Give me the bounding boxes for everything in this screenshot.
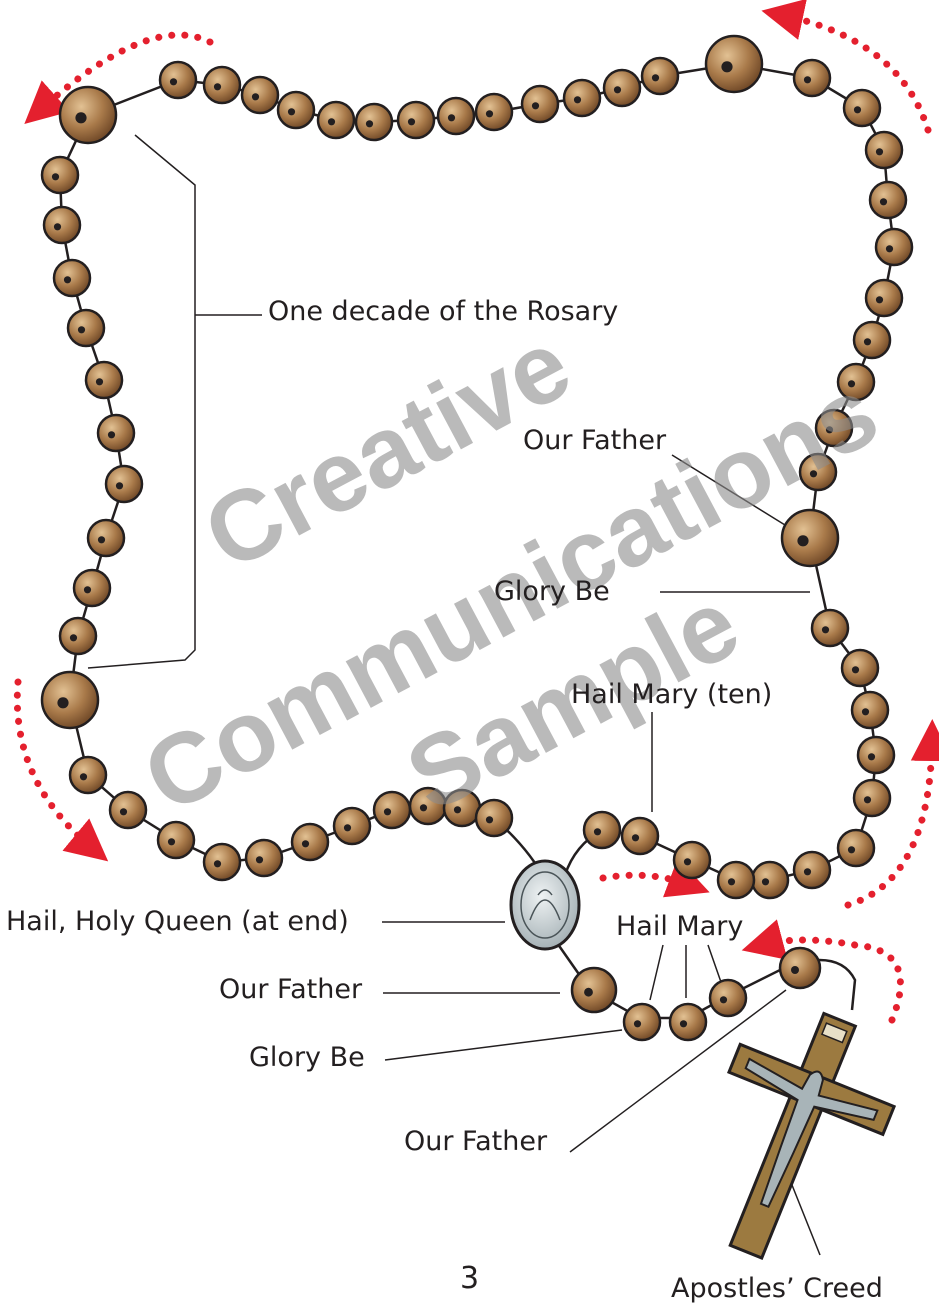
our-father-bead xyxy=(780,948,820,988)
our-father-bead xyxy=(60,87,116,143)
hail-mary-bead xyxy=(854,322,890,358)
hail-mary-bead xyxy=(642,58,678,94)
hail-mary-bead xyxy=(68,310,104,346)
label-glory-be-upper: Glory Be xyxy=(494,578,610,605)
hail-mary-bead xyxy=(204,844,240,880)
hail-mary-bead xyxy=(44,207,80,243)
hail-mary-bead xyxy=(844,90,880,126)
label-our-father-lower: Our Father xyxy=(219,976,362,1003)
crucifix-group xyxy=(669,989,917,1283)
label-our-father-crucifix: Our Father xyxy=(404,1128,547,1155)
hail-mary-bead xyxy=(374,792,410,828)
hail-mary-bead xyxy=(438,98,474,134)
hail-mary-bead xyxy=(160,62,196,98)
hail-mary-bead xyxy=(870,182,906,218)
hail-mary-bead xyxy=(674,842,710,878)
hail-mary-bead xyxy=(838,830,874,866)
hail-mary-bead xyxy=(752,862,788,898)
hail-mary-bead xyxy=(42,157,78,193)
hail-mary-bead xyxy=(242,77,278,113)
hail-mary-bead xyxy=(604,70,640,106)
hail-mary-bead xyxy=(854,780,890,816)
hail-mary-bead xyxy=(842,650,878,686)
label-hail-mary: Hail Mary xyxy=(616,913,743,940)
label-hail-holy-queen: Hail, Holy Queen (at end) xyxy=(6,908,349,935)
hail-mary-bead xyxy=(110,792,146,828)
rosary-beads xyxy=(42,36,912,1040)
hail-mary-bead xyxy=(876,229,912,265)
hail-mary-bead xyxy=(564,80,600,116)
hail-mary-bead xyxy=(106,466,142,502)
leader-glory-be-lower xyxy=(385,1030,622,1060)
hail-mary-bead xyxy=(794,852,830,888)
leader-apostles-creed xyxy=(790,1180,820,1255)
hail-mary-bead xyxy=(334,808,370,844)
hail-mary-bead xyxy=(718,862,754,898)
hail-mary-bead xyxy=(622,818,658,854)
hail-mary-bead xyxy=(98,415,134,451)
page-number: 3 xyxy=(460,1264,479,1294)
hail-mary-bead xyxy=(584,812,620,848)
label-glory-be-lower: Glory Be xyxy=(249,1044,365,1071)
hail-mary-bead xyxy=(88,520,124,556)
hail-mary-bead xyxy=(54,260,90,296)
center-medal xyxy=(511,861,579,949)
our-father-bead xyxy=(782,510,838,566)
hail-mary-bead xyxy=(670,1004,706,1040)
hail-mary-bead xyxy=(74,570,110,606)
hail-mary-bead xyxy=(852,692,888,728)
hail-mary-bead xyxy=(204,67,240,103)
hail-mary-bead xyxy=(476,94,512,130)
hail-mary-bead xyxy=(246,840,282,876)
label-one-decade: One decade of the Rosary xyxy=(268,298,618,325)
hail-mary-bead xyxy=(858,737,894,773)
hail-mary-bead xyxy=(794,60,830,96)
hail-mary-bead xyxy=(292,824,328,860)
hail-mary-bead xyxy=(866,132,902,168)
hail-mary-bead xyxy=(70,757,106,793)
hail-mary-bead xyxy=(356,104,392,140)
hail-mary-bead xyxy=(710,980,746,1016)
hail-mary-bead xyxy=(522,86,558,122)
hail-mary-bead xyxy=(60,618,96,654)
our-father-bead xyxy=(42,672,98,728)
label-our-father-upper: Our Father xyxy=(523,427,666,454)
label-hail-mary-ten: Hail Mary (ten) xyxy=(571,681,772,708)
label-apostles-creed: Apostles’ Creed xyxy=(671,1275,883,1302)
our-father-bead xyxy=(706,36,762,92)
hail-mary-bead xyxy=(278,92,314,128)
hail-mary-bead xyxy=(86,362,122,398)
arrow-medal xyxy=(603,875,690,885)
hail-mary-bead xyxy=(812,610,848,646)
hail-mary-bead xyxy=(318,102,354,138)
hail-mary-bead xyxy=(398,102,434,138)
crucifix xyxy=(669,989,917,1283)
hail-mary-bead xyxy=(866,280,902,316)
hail-mary-bead xyxy=(624,1004,660,1040)
our-father-bead xyxy=(572,968,616,1012)
